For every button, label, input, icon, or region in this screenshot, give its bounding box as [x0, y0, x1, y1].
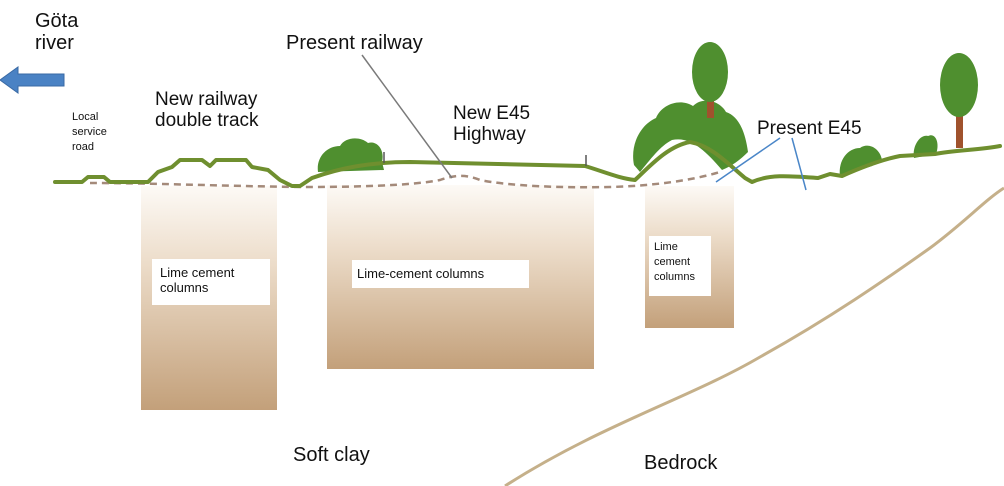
present-e45-leader-line-left [715, 137, 781, 183]
label-box-right [649, 236, 711, 296]
embankment-vegetation [633, 100, 748, 172]
bedrock-label: Bedrock [644, 452, 718, 474]
present-railway-label: Present railway [286, 32, 423, 54]
present-e45-label: Present E45 [757, 118, 862, 139]
local-service-road-label: Local service road [72, 111, 107, 153]
gota-river-label: Göta river [35, 10, 79, 55]
soft-clay-label: Soft clay [293, 444, 370, 466]
label-box-center [352, 260, 529, 288]
arrow-left-icon [0, 66, 65, 94]
bedrock-line [504, 186, 1004, 486]
bush-right [839, 145, 882, 176]
new-railway-label: New railway double track [155, 89, 259, 132]
tree-center [692, 42, 728, 118]
present-railway-leader-line [361, 54, 453, 179]
label-box-left [152, 259, 270, 305]
lime-cement-columns-center-label: Lime-cement columns [357, 266, 485, 281]
present-e45-leader-line-right [791, 137, 807, 191]
lime-cement-columns-right-label: Lime cement columns [654, 241, 695, 283]
tree-right [940, 53, 978, 148]
ground-surface-line [53, 140, 1002, 188]
new-e45-label: New E45 Highway [453, 103, 531, 146]
lime-cement-columns-left-label: Lime cement columns [160, 265, 235, 295]
